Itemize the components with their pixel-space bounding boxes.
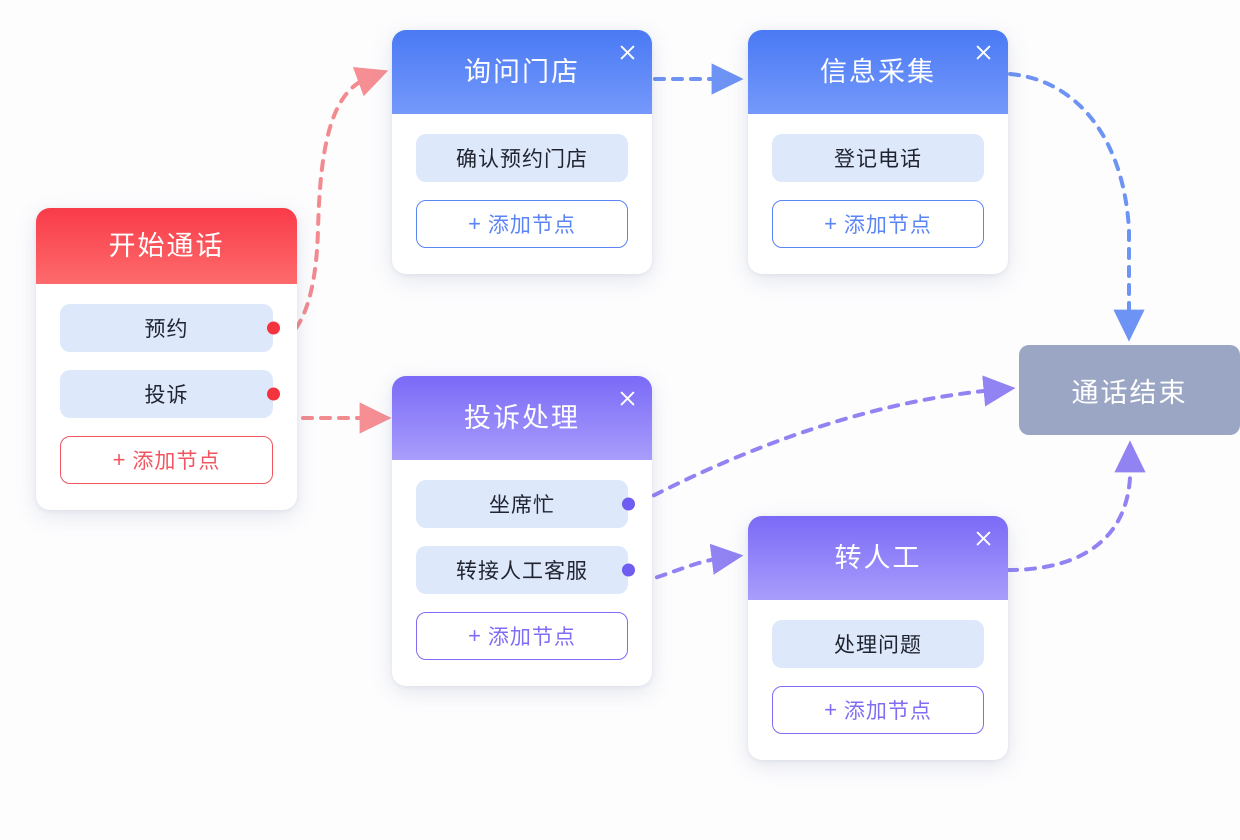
output-port-dot[interactable] bbox=[267, 321, 280, 335]
add-node-label: 添加节点 bbox=[132, 450, 221, 473]
add-node-button[interactable]: + 添加节点 bbox=[60, 436, 273, 484]
node-body: 处理问题 + 添加节点 bbox=[748, 600, 1008, 760]
add-node-label: 添加节点 bbox=[487, 214, 576, 237]
output-port-dot[interactable] bbox=[622, 563, 635, 577]
add-node-button[interactable]: + 添加节点 bbox=[416, 200, 628, 248]
option-label: 坐席忙 bbox=[489, 494, 555, 517]
node-body: 确认预约门店 + 添加节点 bbox=[392, 114, 652, 274]
option-label: 确认预约门店 bbox=[456, 148, 588, 171]
node-call-end[interactable]: 通话结束 bbox=[1019, 345, 1240, 435]
add-node-button[interactable]: + 添加节点 bbox=[772, 686, 984, 734]
node-header: 询问门店 bbox=[392, 30, 652, 114]
option-chip[interactable]: 登记电话 bbox=[772, 134, 984, 182]
option-chip[interactable]: 转接人工客服 bbox=[416, 546, 635, 594]
option-label: 投诉 bbox=[144, 384, 189, 407]
node-transfer-human[interactable]: 转人工 处理问题 + 添加节点 bbox=[748, 516, 1008, 760]
add-node-label: 添加节点 bbox=[487, 626, 576, 649]
option-label: 处理问题 bbox=[834, 634, 922, 657]
option-chip[interactable]: 预约 bbox=[60, 304, 280, 352]
edge-human-to-end bbox=[1006, 440, 1146, 572]
option-chip[interactable]: 坐席忙 bbox=[416, 480, 635, 528]
option-chip[interactable]: 确认预约门店 bbox=[416, 134, 628, 182]
node-ask-store[interactable]: 询问门店 确认预约门店 + 添加节点 bbox=[392, 30, 652, 274]
plus-icon: + bbox=[824, 697, 838, 722]
node-collect-info[interactable]: 信息采集 登记电话 + 添加节点 bbox=[748, 30, 1008, 274]
option-chip[interactable]: 处理问题 bbox=[772, 620, 984, 668]
close-icon[interactable] bbox=[614, 39, 640, 65]
node-title: 开始通话 bbox=[108, 230, 225, 261]
option-label: 登记电话 bbox=[834, 148, 922, 171]
option-label: 转接人工客服 bbox=[456, 560, 588, 583]
output-port-dot[interactable] bbox=[622, 497, 635, 511]
close-icon[interactable] bbox=[614, 385, 640, 411]
node-title: 信息采集 bbox=[820, 56, 936, 87]
plus-icon: + bbox=[468, 211, 482, 236]
node-body: 登记电话 + 添加节点 bbox=[748, 114, 1008, 274]
plus-icon: + bbox=[112, 447, 127, 472]
close-icon[interactable] bbox=[970, 525, 996, 551]
node-header: 投诉处理 bbox=[392, 376, 652, 460]
add-node-label: 添加节点 bbox=[843, 214, 932, 237]
option-label: 预约 bbox=[144, 318, 189, 341]
node-body: 预约 投诉 + 添加节点 bbox=[36, 284, 297, 510]
plus-icon: + bbox=[468, 623, 482, 648]
add-node-label: 添加节点 bbox=[843, 700, 932, 723]
add-node-button[interactable]: + 添加节点 bbox=[772, 200, 984, 248]
node-complaint-handling[interactable]: 投诉处理 坐席忙 转接人工客服 + 添加节点 bbox=[392, 376, 652, 686]
node-header: 开始通话 bbox=[36, 208, 297, 284]
node-header: 转人工 bbox=[748, 516, 1008, 600]
plus-icon: + bbox=[824, 211, 838, 236]
node-body: 坐席忙 转接人工客服 + 添加节点 bbox=[392, 460, 652, 686]
node-header: 信息采集 bbox=[748, 30, 1008, 114]
node-end-label: 通话结束 bbox=[1071, 377, 1188, 408]
node-title: 转人工 bbox=[834, 542, 922, 573]
node-title: 询问门店 bbox=[464, 56, 580, 87]
edge-collect-to-end bbox=[1008, 72, 1145, 342]
close-icon[interactable] bbox=[970, 39, 996, 65]
node-start[interactable]: 开始通话 预约 投诉 + 添加节点 bbox=[36, 208, 297, 510]
edge-zuoxi-to-end bbox=[620, 375, 1016, 514]
output-port-dot[interactable] bbox=[267, 387, 280, 401]
option-chip[interactable]: 投诉 bbox=[60, 370, 280, 418]
node-title: 投诉处理 bbox=[464, 402, 580, 433]
add-node-button[interactable]: + 添加节点 bbox=[416, 612, 628, 660]
